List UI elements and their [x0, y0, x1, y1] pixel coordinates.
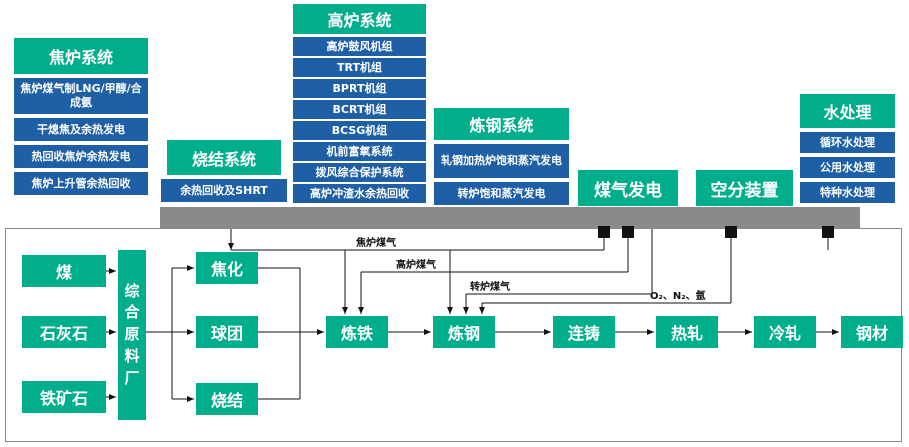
group-title-water-treatment: 水处理 — [800, 94, 895, 128]
bf-item-bcsg-unit: BCSG机组 — [293, 121, 426, 140]
node-continuous-casting: 连铸 — [553, 316, 615, 348]
bf-item-blower-unit: 高炉鼓风机组 — [293, 37, 426, 56]
bf-item-bcrt-unit: BCRT机组 — [293, 100, 426, 119]
bf-item-slag-water-heat-recovery: 高炉冲渣水余热回收 — [293, 184, 426, 203]
water-item-circulating: 循环水处理 — [800, 132, 895, 153]
bf-item-oxygen-enrichment: 机前富氧系统 — [293, 142, 426, 161]
group-title-steelmaking-system: 炼钢系统 — [434, 108, 569, 140]
bf-item-protection-system: 拨风综合保护系统 — [293, 163, 426, 182]
node-pelletizing: 球团 — [196, 316, 258, 348]
node-hot-rolling: 热轧 — [656, 316, 718, 348]
group-title-air-separation: 空分装置 — [696, 170, 793, 206]
group-title-coke-oven-system: 焦炉系统 — [14, 38, 148, 74]
node-cold-rolling: 冷轧 — [754, 316, 816, 348]
node-iron-ore: 铁矿石 — [22, 381, 106, 413]
node-sintering: 烧结 — [196, 383, 258, 415]
group-title-gas-power: 煤气发电 — [578, 170, 678, 206]
node-steel-products: 钢材 — [841, 316, 903, 348]
water-item-utility: 公用水处理 — [800, 157, 895, 178]
group-title-blast-furnace-system: 高炉系统 — [293, 4, 426, 34]
coke-oven-item-lng-methanol-ammonia: 焦炉煤气制LNG/甲醇/合成氨 — [14, 78, 148, 114]
group-title-sintering-system: 烧结系统 — [167, 140, 281, 175]
node-steelmaking: 炼钢 — [433, 316, 495, 348]
node-raw-material-plant-label: 综合原料厂 — [124, 281, 140, 387]
node-limestone: 石灰石 — [22, 316, 106, 348]
coke-oven-item-heat-recovery-power: 热回收焦炉余热发电 — [14, 145, 148, 168]
node-coking: 焦化 — [196, 252, 258, 284]
bf-item-bprt-unit: BPRT机组 — [293, 79, 426, 98]
node-coal: 煤 — [22, 255, 106, 287]
node-raw-material-plant: 综合原料厂 — [118, 250, 146, 420]
coke-oven-item-riser-heat-recovery: 焦炉上升管余热回收 — [14, 172, 148, 195]
bf-item-trt-unit: TRT机组 — [293, 58, 426, 77]
water-item-special: 特种水处理 — [800, 182, 895, 203]
steelmaking-item-reheating-furnace-steam-power: 轧钢加热炉饱和蒸汽发电 — [434, 144, 569, 178]
steelmaking-item-converter-steam-power: 转炉饱和蒸汽发电 — [434, 182, 569, 205]
system-bus-bar — [160, 207, 860, 229]
coke-oven-item-cdq-power: 干熄焦及余热发电 — [14, 118, 148, 141]
node-ironmaking: 炼铁 — [326, 316, 388, 348]
sintering-item-shrt: 余热回收及SHRT — [161, 179, 287, 202]
